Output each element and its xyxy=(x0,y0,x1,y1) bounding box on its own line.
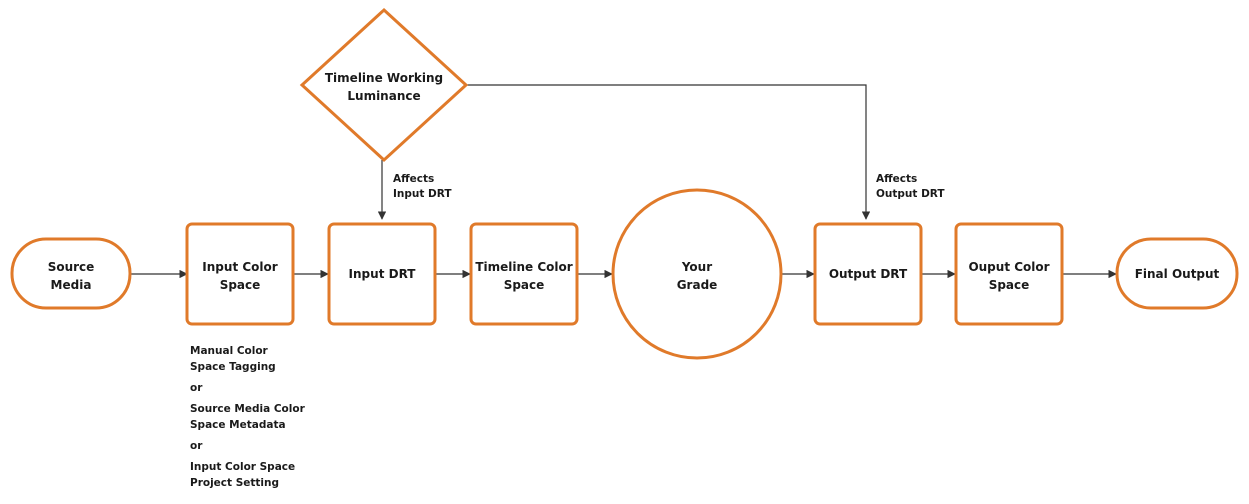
timeline-working-luminance-node: Timeline Working Luminance xyxy=(299,7,469,163)
sources-note-line-4: Source Media Color xyxy=(190,403,306,415)
source-media-label-line1: Source xyxy=(48,260,95,274)
sources-note-line-5: Space Metadata xyxy=(190,419,286,431)
source-media-node: Source Media xyxy=(10,237,132,310)
luminance-label-line2: Luminance xyxy=(347,89,420,103)
affects-input-drt-note: Affects Input DRT xyxy=(393,173,452,200)
source-media-label-line2: Media xyxy=(51,278,92,292)
final-output-label: Final Output xyxy=(1135,267,1220,281)
sources-note-line-2: Space Tagging xyxy=(190,361,276,373)
sources-note-line-8: Project Setting xyxy=(190,477,279,489)
input-color-space-node: Input Color Space xyxy=(185,222,295,326)
edge-luminance-to-output-drt xyxy=(466,84,871,220)
affects-output-drt-note: Affects Output DRT xyxy=(876,173,945,200)
input-color-space-label-line2: Space xyxy=(220,278,261,292)
luminance-label-line1: Timeline Working xyxy=(325,71,443,85)
output-color-space-label-line2: Space xyxy=(989,278,1030,292)
sources-note-line-3: or xyxy=(190,382,203,394)
affects-output-drt-line1: Affects xyxy=(876,173,917,185)
input-color-space-label-line1: Input Color xyxy=(202,260,277,274)
timeline-color-space-label-line1: Timeline Color xyxy=(475,260,572,274)
final-output-node: Final Output xyxy=(1115,237,1239,310)
your-grade-node: Your Grade xyxy=(611,188,783,360)
timeline-color-space-label-line2: Space xyxy=(504,278,545,292)
affects-output-drt-line2: Output DRT xyxy=(876,188,945,200)
affects-input-drt-line2: Input DRT xyxy=(393,188,452,200)
input-drt-node: Input DRT xyxy=(327,222,437,326)
your-grade-label-line1: Your xyxy=(681,260,712,274)
output-drt-label: Output DRT xyxy=(829,267,908,281)
sources-note-line-7: Input Color Space xyxy=(190,461,295,473)
output-color-space-node: Ouput Color Space xyxy=(954,222,1064,326)
input-drt-label: Input DRT xyxy=(349,267,417,281)
timeline-color-space-node: Timeline Color Space xyxy=(469,222,579,326)
connectors xyxy=(130,84,1117,279)
sources-note-line-6: or xyxy=(190,440,203,452)
input-color-space-sources-note: Manual Color Space Tagging or Source Med… xyxy=(190,345,306,489)
your-grade-label-line2: Grade xyxy=(677,278,718,292)
output-drt-node: Output DRT xyxy=(813,222,923,326)
sources-note-line-1: Manual Color xyxy=(190,345,269,357)
affects-input-drt-line1: Affects xyxy=(393,173,434,185)
output-color-space-label-line1: Ouput Color xyxy=(968,260,1049,274)
